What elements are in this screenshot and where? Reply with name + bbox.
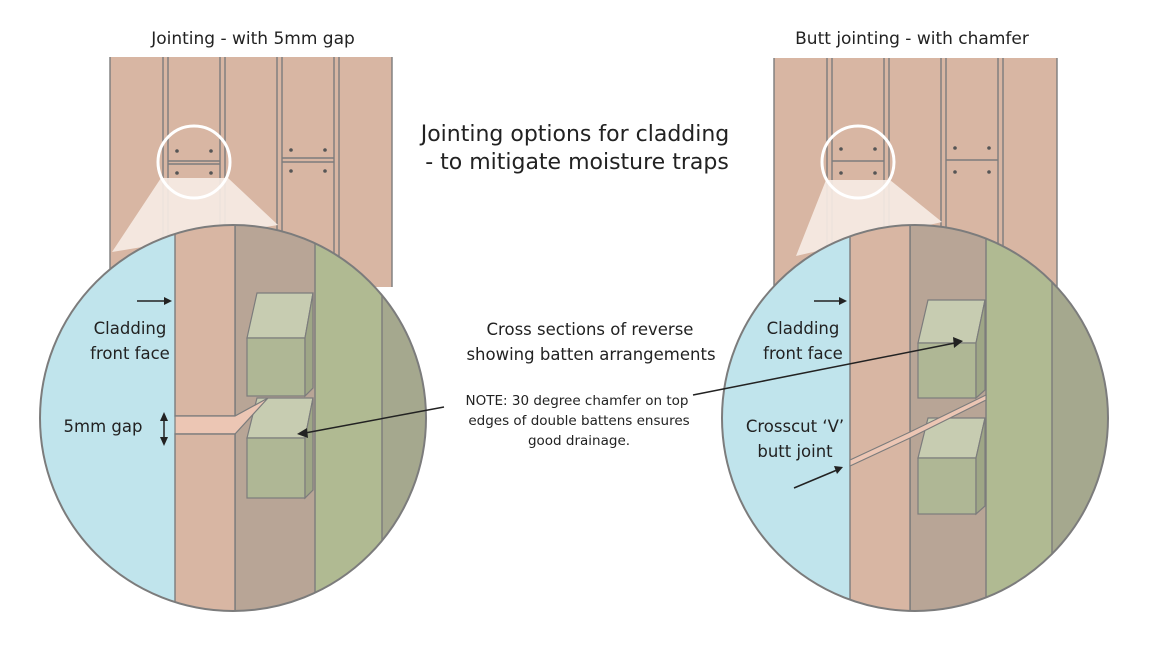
left-panel-heading: Jointing - with 5mm gap (150, 29, 355, 49)
diagram-title: Jointing options for cladding (419, 122, 730, 147)
right-cross-section-circle (721, 224, 1109, 612)
cross-section-caption-line2: showing batten arrangements (466, 345, 715, 364)
right-label-front-face: front face (763, 344, 843, 363)
right-magnifier-beam (796, 180, 942, 256)
left-labels: Cladding front face 5mm gap (64, 297, 172, 446)
right-labels: Cladding front face Crosscut ‘V’ butt jo… (746, 297, 847, 489)
cross-section-caption-line1: Cross sections of reverse (487, 320, 694, 339)
diagram-subtitle: - to mitigate moisture traps (425, 150, 729, 175)
note-line3: good drainage. (528, 433, 630, 449)
chamfer-pointer-arrows (297, 337, 963, 438)
right-panel: Butt jointing - with chamfer (721, 29, 1109, 612)
note-line2: edges of double battens ensures (468, 413, 689, 429)
left-label-gap: 5mm gap (64, 417, 143, 436)
left-magnifier-beam (112, 178, 278, 252)
right-label-crosscut: Crosscut ‘V’ (746, 417, 844, 436)
left-magnifier-ring (156, 124, 232, 200)
center-text: Jointing options for cladding - to mitig… (419, 122, 730, 449)
left-label-front-face: front face (90, 344, 170, 363)
right-panel-heading: Butt jointing - with chamfer (795, 29, 1029, 49)
right-label-butt-joint: butt joint (757, 442, 833, 461)
left-label-cladding: Cladding (94, 319, 167, 338)
left-panel: Jointing - with 5mm gap (39, 29, 427, 612)
note-line1: NOTE: 30 degree chamfer on top (466, 393, 689, 409)
right-magnifier-ring (820, 124, 896, 200)
right-label-cladding: Cladding (767, 319, 840, 338)
